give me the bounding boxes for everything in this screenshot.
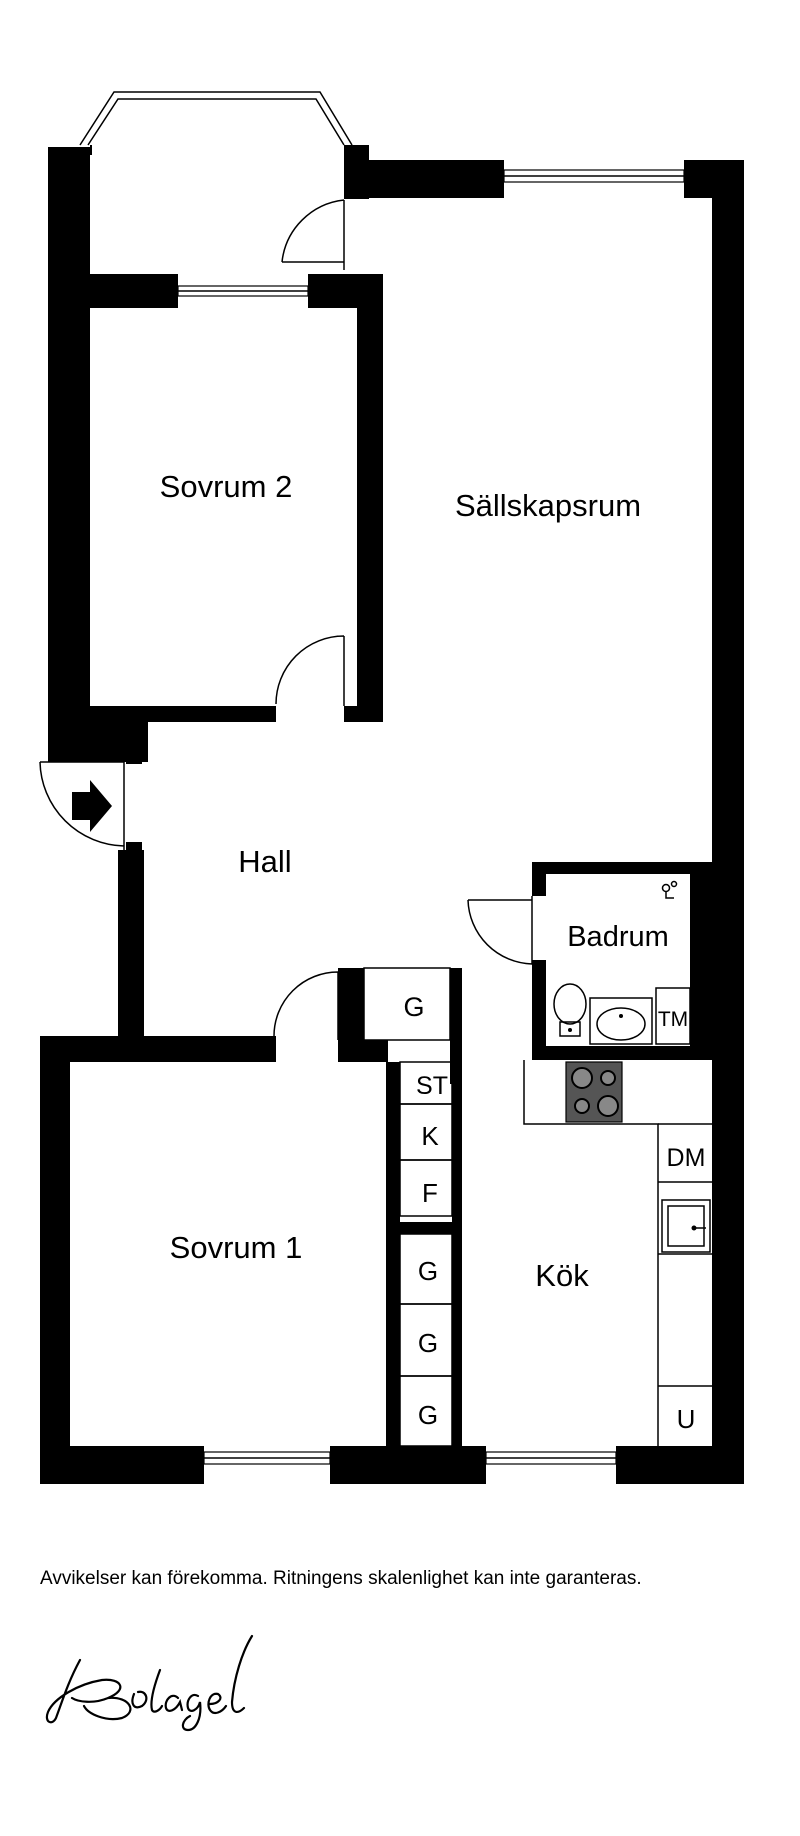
label-u: U [677, 1404, 696, 1434]
room-labels: Sovrum 2 Sällskapsrum Hall Badrum Sovrum… [160, 469, 669, 1293]
curtain-icon [386, 1237, 395, 1447]
shower-icon [661, 880, 678, 899]
floor-plan: Sovrum 2 Sällskapsrum Hall Badrum Sovrum… [39, 91, 744, 1484]
fixture-labels: G ST K F G G G TM DM U [403, 992, 705, 1434]
disclaimer-text: Avvikelser kan förekomma. Ritningens ska… [40, 1568, 642, 1589]
label-g-3: G [418, 1400, 438, 1430]
doors [39, 199, 533, 1040]
tm-box [655, 987, 691, 1045]
balcony [79, 91, 353, 146]
closets [363, 967, 453, 1447]
windows [177, 169, 685, 1465]
label-sallskapsrum: Sällskapsrum [455, 488, 641, 523]
label-badrum: Badrum [567, 921, 669, 953]
stove-icon [565, 1061, 623, 1123]
label-g-1: G [418, 1256, 438, 1286]
label-g-2: G [418, 1328, 438, 1358]
kitchen-counters [523, 1060, 712, 1446]
label-g-hall: G [403, 992, 424, 1022]
label-st: ST [416, 1072, 448, 1100]
label-tm: TM [658, 1008, 688, 1031]
label-sovrum-2: Sovrum 2 [160, 469, 293, 504]
entrance-arrow-icon [72, 780, 112, 832]
washbasin-icon [589, 997, 653, 1045]
label-hall: Hall [238, 844, 291, 879]
label-kok: Kök [535, 1258, 589, 1293]
bolaget-signature-logo [45, 1634, 254, 1732]
label-sovrum-1: Sovrum 1 [170, 1230, 303, 1265]
toilet-icon [553, 983, 587, 1037]
label-dm: DM [667, 1144, 706, 1172]
sink-icon [661, 1199, 711, 1253]
label-k: K [421, 1121, 439, 1151]
walls [40, 145, 744, 1484]
label-f: F [422, 1178, 438, 1208]
